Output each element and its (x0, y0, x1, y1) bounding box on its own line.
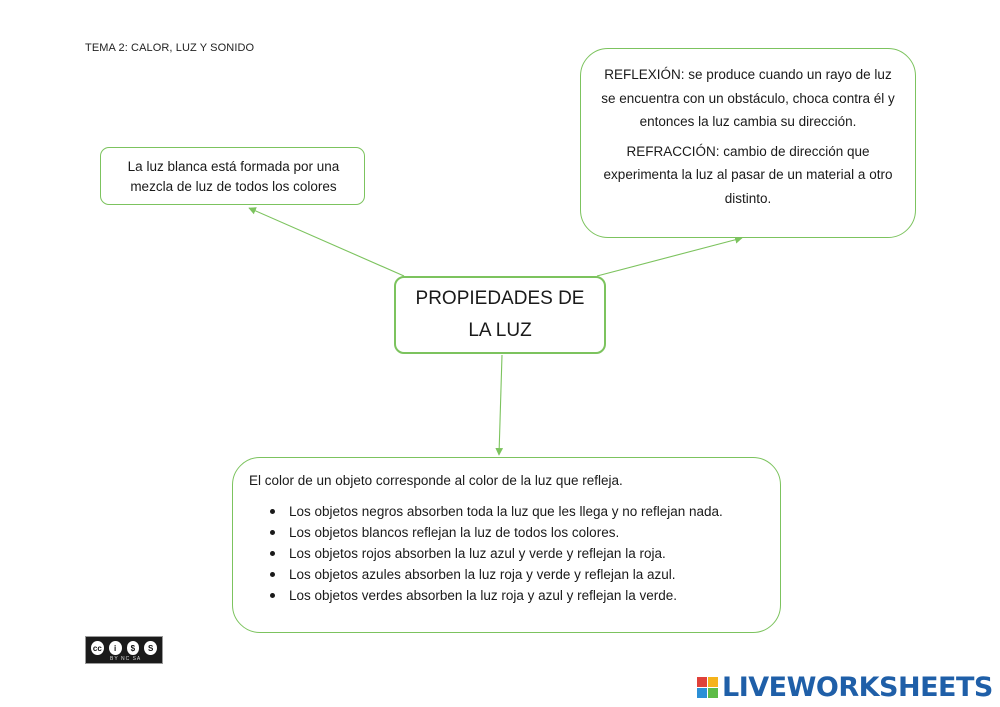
license-caption: BY NC SA (110, 656, 142, 662)
white-light-box: La luz blanca está formada por una mezcl… (100, 147, 365, 205)
object-color-list: Los objetos negros absorben toda la luz … (249, 501, 764, 606)
list-item: Los objetos verdes absorben la luz roja … (270, 585, 764, 606)
brand-mark-square (697, 687, 707, 698)
cc-icon: cc (90, 640, 105, 656)
central-title-line-1: PROPIEDADES DE (415, 288, 585, 309)
central-title-line-2: LA LUZ (468, 320, 532, 341)
reflection-refraction-box: REFLEXIÓN: se produce cuando un rayo de … (580, 48, 916, 238)
arrow-to-white-light (248, 207, 405, 277)
by-icon: i (107, 640, 123, 656)
brand-mark-icon (697, 676, 718, 698)
reflection-text: REFLEXIÓN: se produce cuando un rayo de … (601, 67, 895, 129)
nc-icon: $ (125, 640, 141, 656)
cc-license-badge: cc i $ S BY NC SA (85, 636, 163, 664)
white-light-line-1: La luz blanca está formada por una (127, 159, 340, 174)
object-color-lead: El color de un objeto corresponde al col… (249, 473, 623, 488)
object-color-box: El color de un objeto corresponde al col… (232, 457, 781, 633)
central-topic-box: PROPIEDADES DE LA LUZ (394, 276, 606, 354)
sa-icon: S (143, 640, 158, 656)
brand-wordmark: LIVEWORKSHEETS (722, 671, 993, 703)
brand-mark-square (708, 687, 718, 698)
list-item: Los objetos rojos absorben la luz azul y… (270, 543, 764, 564)
liveworksheets-logo: LIVEWORKSHEETS (697, 671, 993, 703)
page-header: TEMA 2: CALOR, LUZ Y SONIDO (85, 42, 255, 54)
list-item: Los objetos negros absorben toda la luz … (270, 501, 764, 522)
arrow-to-reflection (596, 236, 743, 277)
list-item: Los objetos azules absorben la luz roja … (270, 564, 764, 585)
white-light-line-2: mezcla de luz de todos los colores (130, 179, 337, 194)
brand-mark-square (708, 676, 718, 687)
arrow-to-object-color (495, 354, 504, 456)
list-item: Los objetos blancos reflejan la luz de t… (270, 522, 764, 543)
brand-mark-square (697, 676, 707, 687)
refraction-text: REFRACCIÓN: cambio de dirección que expe… (603, 143, 893, 206)
